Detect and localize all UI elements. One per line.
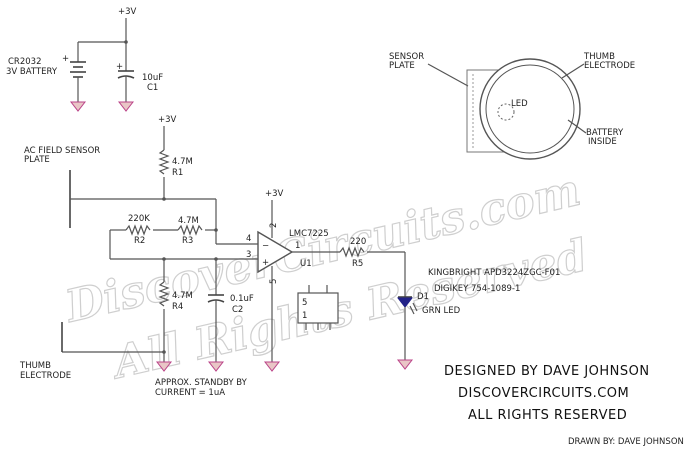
standby-note-2: CURRENT = 1uA: [155, 388, 225, 398]
op-amp-symbol: [257, 230, 294, 274]
battery-label-1: CR2032: [8, 57, 41, 67]
op-amp-u1: − + 4 3 +3V 2 5 LMC7225 U1 1 5 1: [246, 189, 339, 372]
mechanical-drawing: LED SENSOR PLATE THUMB ELECTRODE BATTERY…: [389, 52, 635, 160]
thumb-label-2: ELECTRODE: [20, 371, 71, 381]
ground-symbol: [263, 361, 281, 372]
site-name: DISCOVERCIRCUITS.COM: [458, 386, 629, 401]
rights-reserved: ALL RIGHTS RESERVED: [468, 408, 627, 423]
designed-by: DESIGNED BY DAVE JOHNSON: [444, 364, 650, 379]
r4-resistor: [158, 281, 170, 307]
drawing-led-label: LED: [511, 99, 528, 109]
credits: DESIGNED BY DAVE JOHNSON DISCOVERCIRCUIT…: [444, 364, 684, 447]
drawing-sensor-2: PLATE: [389, 61, 415, 71]
r1-resistor: [158, 149, 170, 175]
u1-ref: U1: [300, 259, 312, 269]
pin-4-label: 4: [246, 234, 251, 244]
sensor-label-1: AC FIELD SENSOR: [24, 146, 100, 156]
output-stage: 220 R5 D1 GRN LED KINGBRIGHT APD3224ZGC-…: [292, 237, 560, 370]
r3-value: 4.7M: [178, 216, 199, 226]
ground-symbol: [155, 361, 173, 372]
battery-label-2: 3V BATTERY: [6, 67, 58, 77]
c2-value: 0.1uF: [230, 294, 254, 304]
r5-ref: R5: [352, 259, 363, 269]
led-diode: [396, 297, 414, 308]
r4-value: 4.7M: [172, 291, 193, 301]
standby-note-1: APPROX. STANDBY BY: [155, 378, 248, 388]
led-part-number: KINGBRIGHT APD3224ZGC-F01: [428, 268, 560, 278]
led-drawing: [497, 103, 515, 121]
noninverting-sign: +: [262, 258, 269, 268]
ic-pin-5: 5: [302, 298, 307, 308]
drawing-battery-2: INSIDE: [588, 137, 617, 147]
rail-label-opamp: +3V: [265, 189, 284, 199]
r4-ref: R4: [172, 302, 183, 312]
ic-package: [297, 292, 339, 324]
drawing-thumb-1: THUMB: [583, 52, 615, 62]
d1-ref: D1: [417, 292, 429, 302]
r2-ref: R2: [134, 236, 145, 246]
r2-value: 220K: [128, 214, 150, 224]
c2-ref: C2: [232, 305, 243, 315]
r3-ref: R3: [182, 236, 193, 246]
u1-part: LMC7225: [289, 229, 329, 239]
drawn-by: DRAWN BY: DAVE JOHNSON: [568, 437, 684, 447]
ground-symbol: [207, 361, 225, 372]
ground-symbol: [117, 101, 135, 112]
rail-label-mid: +3V: [158, 115, 177, 125]
pin-3-label: 3: [246, 250, 251, 260]
led-digikey: DIGIKEY 754-1089-1: [434, 284, 520, 294]
thumb-label-1: THUMB: [19, 361, 51, 371]
input-network: AC FIELD SENSOR PLATE +3V 4.7M R1 220K R…: [19, 115, 258, 398]
inverting-sign: −: [262, 241, 269, 251]
ground-symbol: [69, 101, 87, 112]
pin-1-label: 1: [295, 241, 300, 251]
c1-ref: C1: [147, 83, 158, 93]
r1-value: 4.7M: [172, 157, 193, 167]
d1-desc: GRN LED: [422, 306, 461, 316]
r3-resistor: [177, 224, 203, 236]
r1-ref: R1: [172, 168, 183, 178]
battery-section: +3V + CR2032 3V BATTERY + 10uF C1: [6, 7, 163, 112]
c1-plus-sign: +: [116, 62, 123, 72]
battery-plus-sign: +: [62, 54, 69, 64]
c1-value: 10uF: [142, 73, 163, 83]
pin-2-label: 2: [269, 223, 279, 228]
sensor-label-2: PLATE: [24, 155, 50, 165]
drawing-battery-1: BATTERY: [586, 128, 624, 138]
drawing-thumb-2: ELECTRODE: [584, 61, 635, 71]
r2-resistor: [125, 224, 151, 236]
r5-resistor: [339, 246, 365, 258]
drawing-sensor-1: SENSOR: [389, 52, 424, 62]
thumb-electrode-drawing: [479, 58, 581, 160]
ground-symbol: [396, 359, 414, 370]
rail-label-top: +3V: [118, 7, 137, 17]
r5-value: 220: [350, 237, 366, 247]
pin-5-label: 5: [269, 279, 279, 284]
ic-pin-1: 1: [302, 311, 307, 321]
